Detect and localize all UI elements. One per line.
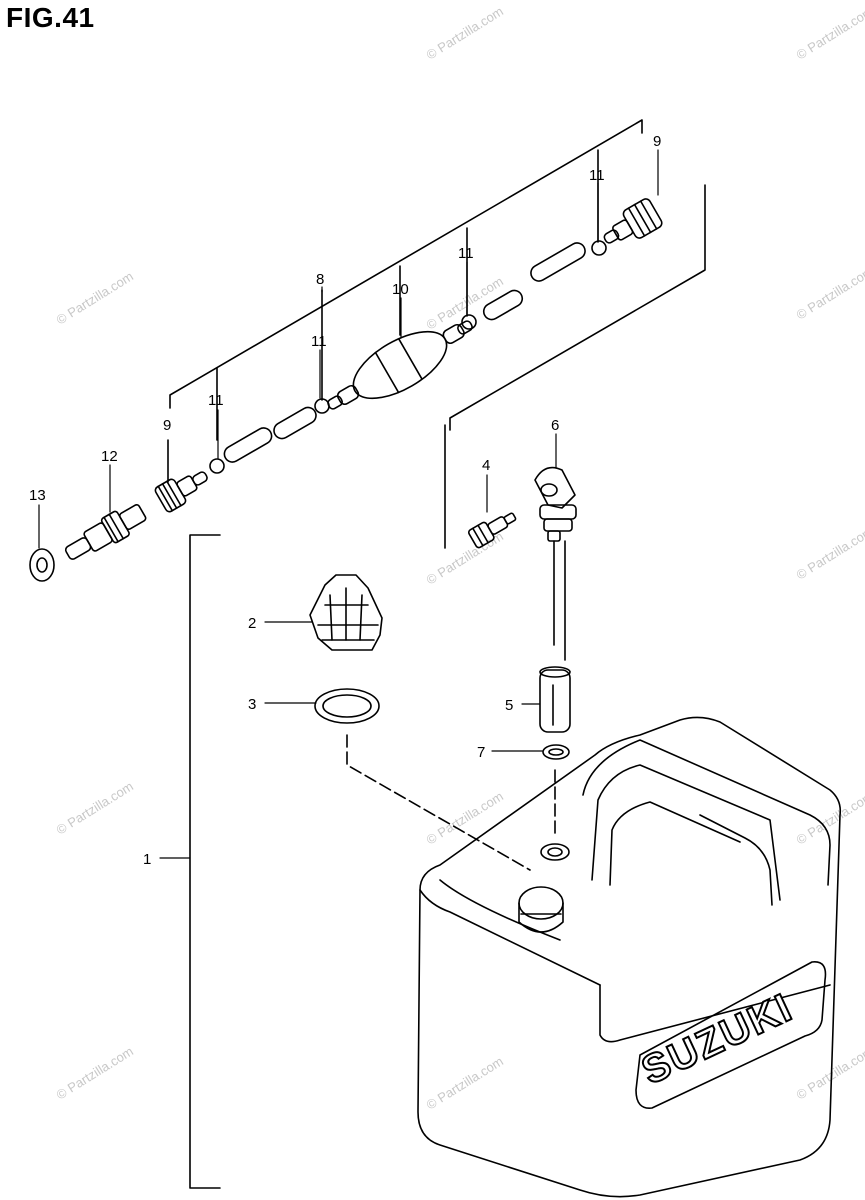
cap-gasket [314, 688, 380, 724]
fuel-filter [539, 666, 571, 733]
callout-6: 6 [551, 417, 559, 434]
callout-11-d: 11 [589, 167, 605, 184]
callout-12: 12 [101, 448, 118, 465]
fuel-pickup-elbow [534, 466, 577, 661]
watermark-text: © Partzilla.com [54, 1043, 136, 1102]
watermark-text: © Partzilla.com [54, 268, 136, 327]
watermark-text: © Partzilla.com [424, 1053, 506, 1112]
callout-11-c: 11 [458, 245, 474, 262]
callout-11-a: 11 [208, 392, 224, 409]
connector-right [603, 198, 663, 244]
filter-o-ring [542, 744, 570, 760]
tank-group-bracket [189, 534, 221, 1189]
watermark-text: © Partzilla.com [794, 1043, 865, 1102]
washer [29, 548, 55, 582]
watermark-text: © Partzilla.com [424, 788, 506, 847]
outboard-connector [64, 504, 147, 560]
watermark-text: © Partzilla.com [424, 273, 506, 332]
watermarks: © Partzilla.com © Partzilla.com © Partzi… [54, 3, 865, 1112]
callout-8: 8 [316, 271, 324, 288]
watermark-text: © Partzilla.com [794, 3, 865, 62]
watermark-text: © Partzilla.com [794, 523, 865, 582]
watermark-text: © Partzilla.com [54, 778, 136, 837]
callout-5: 5 [505, 697, 513, 714]
fuel-tank [417, 716, 842, 1198]
callout-7: 7 [477, 744, 485, 761]
callout-3: 3 [248, 696, 256, 713]
hose-segments [223, 242, 586, 463]
callout-2: 2 [248, 615, 256, 632]
callout-10: 10 [392, 281, 409, 298]
fuel-line-bracket [167, 119, 706, 549]
figure-title: FIG.41 [6, 2, 95, 33]
tank-fitting [467, 512, 517, 549]
primer-bulb [327, 320, 473, 410]
callout-4: 4 [482, 457, 490, 474]
hose-clips [209, 240, 607, 474]
callout-9-left: 9 [163, 417, 171, 434]
callout-1: 1 [143, 851, 151, 868]
watermark-text: © Partzilla.com [794, 263, 865, 322]
alignment-lines [346, 734, 556, 871]
watermark-text: © Partzilla.com [424, 3, 506, 62]
connector-left [154, 471, 208, 513]
callout-9-right: 9 [653, 133, 661, 150]
callout-13: 13 [29, 487, 46, 504]
callouts: 1 2 3 4 5 6 7 8 9 9 10 11 11 11 11 12 13 [29, 133, 661, 868]
leader-lines [38, 149, 659, 859]
tank-cap [309, 574, 383, 651]
callout-11-b: 11 [311, 333, 327, 350]
